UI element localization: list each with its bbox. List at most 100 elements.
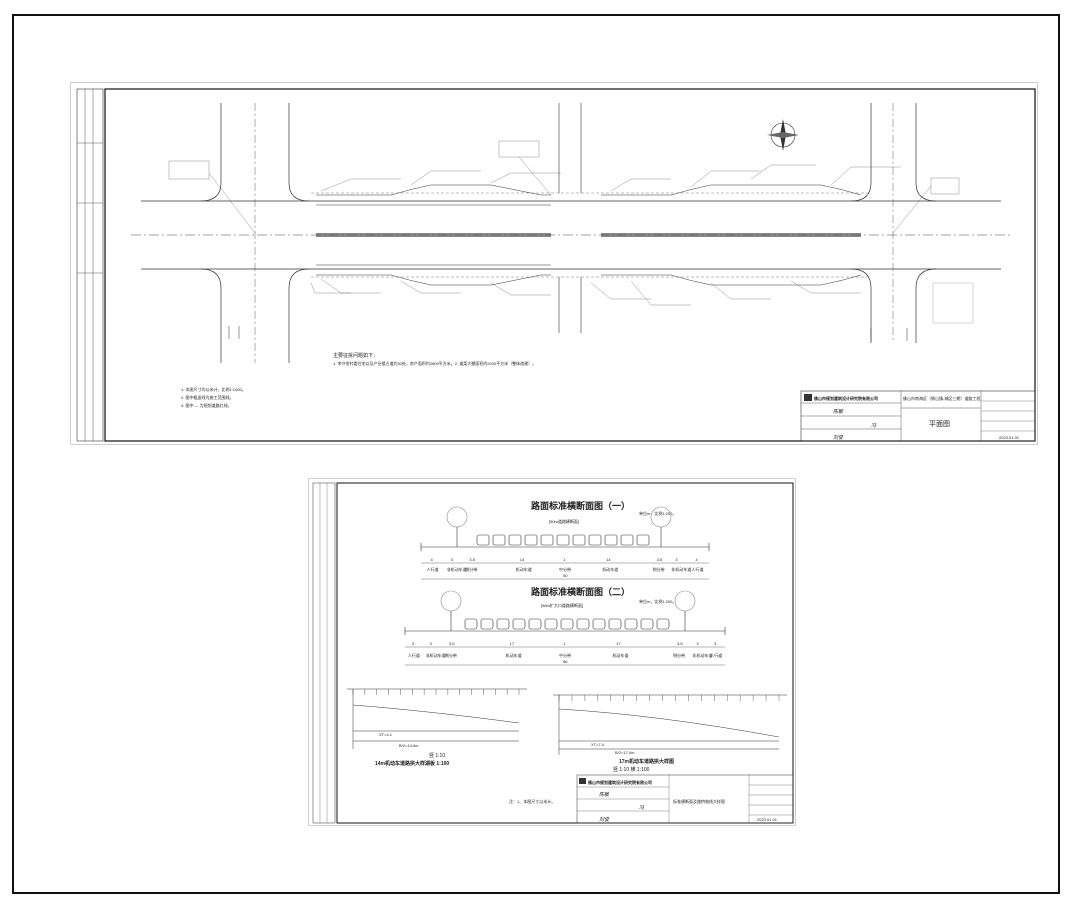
vehicle-icon: [528, 618, 542, 630]
section-1-subtitle: [50m道路横断面]: [549, 518, 579, 524]
lane-label: 人行道: [710, 652, 722, 658]
left-detail-xt: XT=4.1: [379, 732, 393, 737]
general-note-2: 2. 图中粗虚线为施工范围线。: [181, 394, 233, 400]
section-approver-signature: 冯: [639, 805, 645, 811]
section-drawing-title: 标准横断面及路拱曲线大样图: [673, 798, 725, 804]
dimension-value: 3: [430, 641, 433, 646]
coordinate-annotations: [168, 140, 960, 306]
plan-notes-body: 1. 李守宅村委住宅以及产业楼占道约30处，房产面积约2800平方米。2. 道菜…: [333, 360, 536, 366]
lane-label: 侧分带: [673, 652, 685, 658]
vehicle-icon: [620, 534, 634, 546]
lane-label: 侧分带: [445, 652, 457, 658]
right-detail-b: B/2=17.0m: [615, 750, 635, 755]
section-note: 注：1、本图尺寸以米计。: [509, 798, 555, 804]
right-detail-scale: 竖 1:10 横 1:100: [613, 766, 650, 773]
lane-label: 机动车道: [516, 566, 532, 572]
section-1-scale: 单位m，比例1:200。: [639, 510, 676, 516]
lane-label: 非机动车道: [692, 652, 712, 658]
dimension-value: 14: [520, 557, 525, 562]
plan-checker-signature: 刘俊: [833, 434, 844, 441]
dimension-value: 3: [451, 557, 454, 562]
section-company: 佛山市规划建筑设计研究院有限公司: [587, 779, 652, 785]
section-date: 2023.01.01: [757, 817, 778, 822]
section-2-dimension-line: [405, 646, 725, 666]
vehicle-icon: [576, 618, 590, 630]
section-2-title: 路面标准横断面图（二）: [531, 586, 630, 597]
outer-frame: [12, 14, 1060, 894]
lane-label: 中分带: [559, 652, 571, 658]
plan-company: 佛山市规划建筑设计研究院有限公司: [813, 395, 878, 401]
vehicle-icon: [640, 618, 654, 630]
dimension-value: 4: [431, 557, 434, 562]
lane-label: 非机动车道: [671, 566, 691, 572]
plan-designer-signature: 陈敏: [833, 408, 844, 415]
dimension-value: 3.5: [677, 641, 683, 646]
vehicle-icon: [496, 618, 510, 630]
left-crown-detail: [347, 688, 527, 749]
dimension-value: 3.5: [449, 641, 455, 646]
general-note-3: 3. 图中 — 为规划道路红线。: [181, 402, 232, 408]
lane-label: 人行道: [691, 566, 703, 572]
lane-label: 机动车道: [602, 566, 618, 572]
dimension-value: 3: [714, 641, 717, 646]
section-designer-signature: 陈敏: [599, 791, 610, 798]
section-1-vehicles: [476, 534, 650, 546]
vehicle-icon: [560, 618, 574, 630]
vehicle-icon: [604, 534, 618, 546]
lane-label: 非机动车道: [447, 566, 467, 572]
dimension-value: 4: [695, 557, 698, 562]
section-2-total: 56: [563, 659, 568, 664]
dimension-value: 14: [606, 557, 611, 562]
north-arrow-icon: [767, 119, 799, 151]
section-2-scale: 单位m，比例1:200。: [639, 598, 676, 604]
section-1-profile: [420, 506, 710, 551]
right-crown-detail: [553, 694, 787, 755]
section-markers: [228, 326, 908, 341]
plan-drawing-sheet: 主要征拆问题如下： 1. 李守宅村委住宅以及产业楼占道约30处，房产面积约280…: [70, 82, 1038, 445]
dimension-value: 1: [563, 641, 566, 646]
lane-label: 人行道: [427, 566, 439, 572]
vehicle-icon: [540, 534, 554, 546]
main-road: [131, 184, 1011, 286]
section-1-total: 50: [563, 573, 568, 578]
section-2-subtitle: [56m扩大口道路横断面]: [541, 602, 583, 608]
plan-title-block: [800, 390, 1036, 442]
vehicle-icon: [508, 534, 522, 546]
lane-label: 侧分带: [465, 566, 477, 572]
vehicle-icon: [588, 534, 602, 546]
vehicle-icon: [544, 618, 558, 630]
left-detail-scale: 竖 1:10: [429, 752, 445, 759]
middle-cross-road: [558, 103, 582, 333]
plan-drawing: 主要征拆问题如下： 1. 李守宅村委住宅以及产业楼占道约30处，房产面积约280…: [76, 88, 1036, 442]
lane-label: 机动车道: [612, 652, 628, 658]
section-drawing: 路面标准横断面图（一） [50m道路横断面] 单位m，比例1:200。 4人行道…: [312, 482, 794, 824]
vehicle-icon: [524, 534, 538, 546]
lane-label: 侧分带: [653, 566, 665, 572]
plan-notes-title: 主要征拆问题如下：: [333, 352, 378, 359]
left-cross-road: [200, 103, 310, 363]
general-note-1: 1. 本图尺寸均以米计，比例1:1000。: [181, 386, 246, 392]
section-checker-signature: 刘俊: [599, 816, 610, 823]
dimension-value: 3.5: [469, 557, 475, 562]
vehicle-icon: [512, 618, 526, 630]
plan-drawing-title: 平面图: [929, 420, 950, 428]
left-detail-b: B/2=14.0m: [399, 743, 419, 748]
vehicle-icon: [464, 618, 478, 630]
section-2-vehicles: [464, 618, 670, 630]
right-cross-road: [850, 103, 974, 343]
plan-project: 佛山市南海区（狮山镇-城区三期）道路工程: [903, 395, 980, 401]
plan-approver-signature: 冯: [871, 423, 877, 429]
vehicle-icon: [592, 618, 606, 630]
lane-label: 中分带: [559, 566, 571, 572]
right-crown-ticks: [558, 695, 780, 701]
section-1-dimension-line: [421, 562, 709, 580]
left-detail-title: 14m机动车道路拱大样湖板 1:100: [375, 760, 449, 767]
dimension-value: 17: [616, 641, 621, 646]
vehicle-icon: [608, 618, 622, 630]
vehicle-icon: [480, 618, 494, 630]
vehicle-icon: [656, 618, 670, 630]
lane-label: 机动车道: [506, 652, 522, 658]
dimension-value: 3.5: [657, 557, 663, 562]
lane-label: 人行道: [408, 652, 420, 658]
